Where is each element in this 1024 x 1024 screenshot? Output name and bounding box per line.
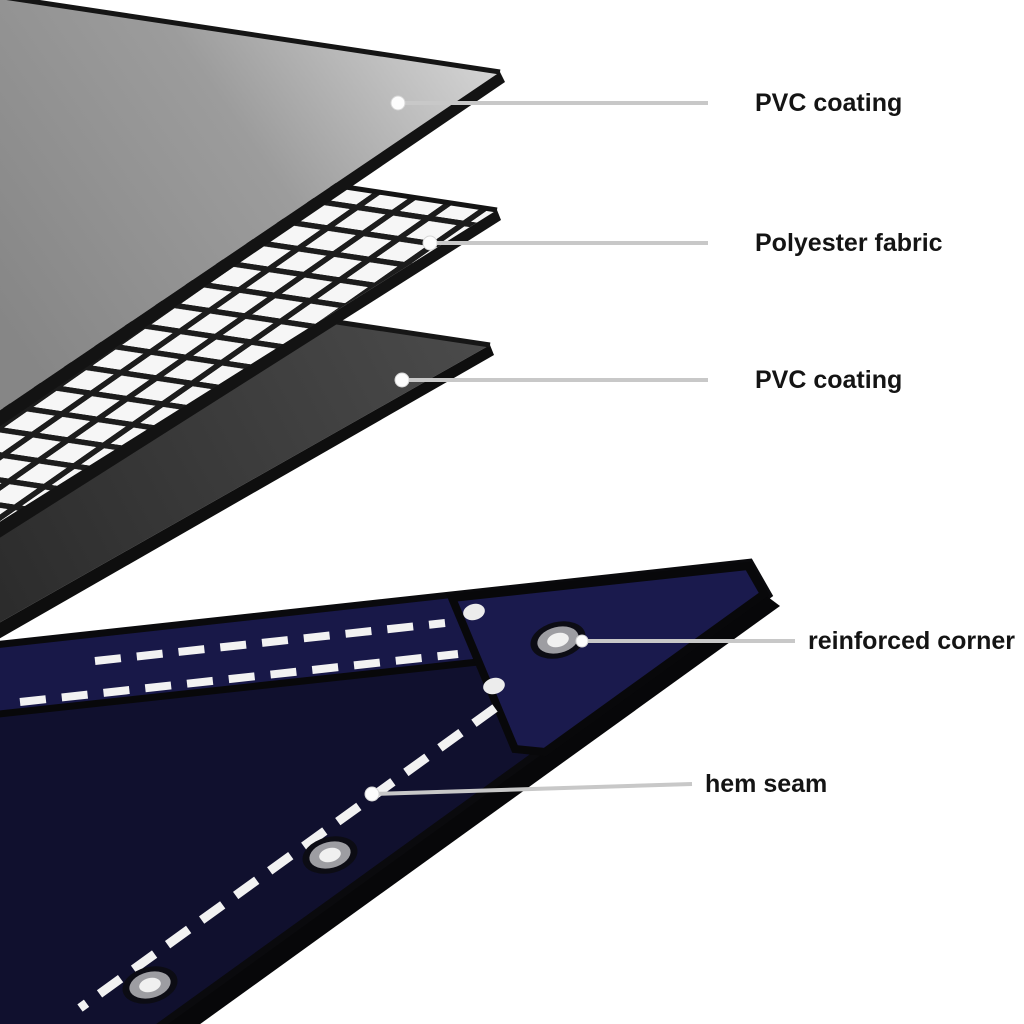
leader-dot <box>394 372 410 388</box>
pvc-coating-top-sheet <box>0 0 505 427</box>
rivet-dot <box>483 677 505 695</box>
callout-label-pvc-coating-top: PVC coating <box>755 89 902 117</box>
pvc-top-top-edge <box>6 0 501 75</box>
grommet-corner <box>530 621 586 659</box>
stitch-line-top-1 <box>94 619 446 665</box>
leader-dot <box>364 786 380 802</box>
callout-reinforced-corner: reinforced corner <box>575 627 1015 655</box>
callout-label-polyester-fabric: Polyester fabric <box>755 229 943 257</box>
pvc-bottom-top-edge <box>329 318 491 348</box>
pvc-top-surface <box>0 0 500 411</box>
callout-label-reinforced-corner: reinforced corner <box>808 627 1015 655</box>
callout-polyester-fabric: Polyester fabric <box>422 229 943 257</box>
stitch-line-top-2 <box>19 650 459 706</box>
callout-pvc-coating-top: PVC coating <box>390 89 902 117</box>
stitch-line-bottom-hem <box>77 704 498 1012</box>
leader-dot <box>422 235 438 251</box>
callout-label-pvc-coating-bottom: PVC coating <box>755 366 902 394</box>
reinforced-corner-patch <box>446 561 770 757</box>
tarp-underside-edge <box>168 594 780 1024</box>
rivet-dot <box>463 603 485 621</box>
polyester-underside-edge <box>0 210 501 538</box>
leader-line <box>371 782 693 796</box>
hem-band <box>0 598 478 714</box>
grommet-bottom-2 <box>122 966 178 1004</box>
grommet-bottom-1 <box>302 836 358 874</box>
leader-dot <box>390 95 406 111</box>
pvc-top-underside-edge <box>0 72 505 427</box>
callout-pvc-coating-bottom: PVC coating <box>394 366 902 394</box>
pvc-bottom-underside-edge <box>0 345 494 639</box>
hem-seam-line <box>0 658 479 718</box>
callout-hem-seam: hem seam <box>364 770 827 802</box>
callout-label-hem-seam: hem seam <box>705 770 827 798</box>
leader-dot <box>575 634 589 648</box>
